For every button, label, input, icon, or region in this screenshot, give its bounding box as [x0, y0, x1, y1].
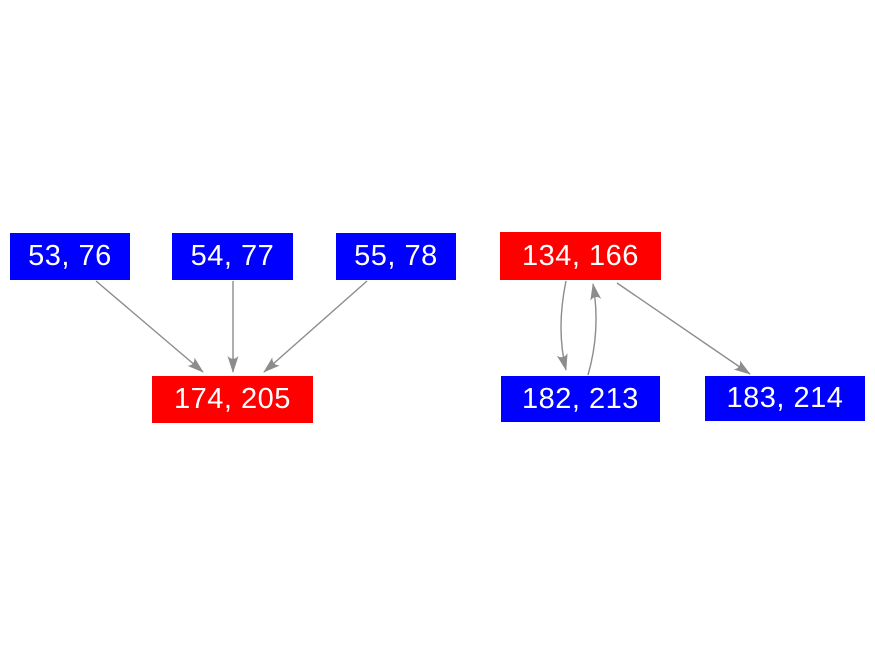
- graph-node-134-166: 134, 166: [500, 232, 661, 280]
- graph-node-55-78: 55, 78: [336, 233, 456, 280]
- edge-55-78-to-174-205: [263, 280, 368, 373]
- edge-53-76-to-174-205: [95, 280, 204, 373]
- edge-182-213-to-134-166: [587, 283, 602, 376]
- graph-node-53-76: 53, 76: [10, 233, 130, 280]
- graph-node-182-213: 182, 213: [501, 376, 660, 422]
- edge-134-166-to-182-213: [556, 280, 568, 371]
- graph-node-54-77: 54, 77: [172, 233, 293, 280]
- graph-node-183-214: 183, 214: [705, 376, 865, 421]
- graph-node-174-205: 174, 205: [152, 376, 313, 423]
- edge-134-166-to-183-214: [616, 282, 751, 375]
